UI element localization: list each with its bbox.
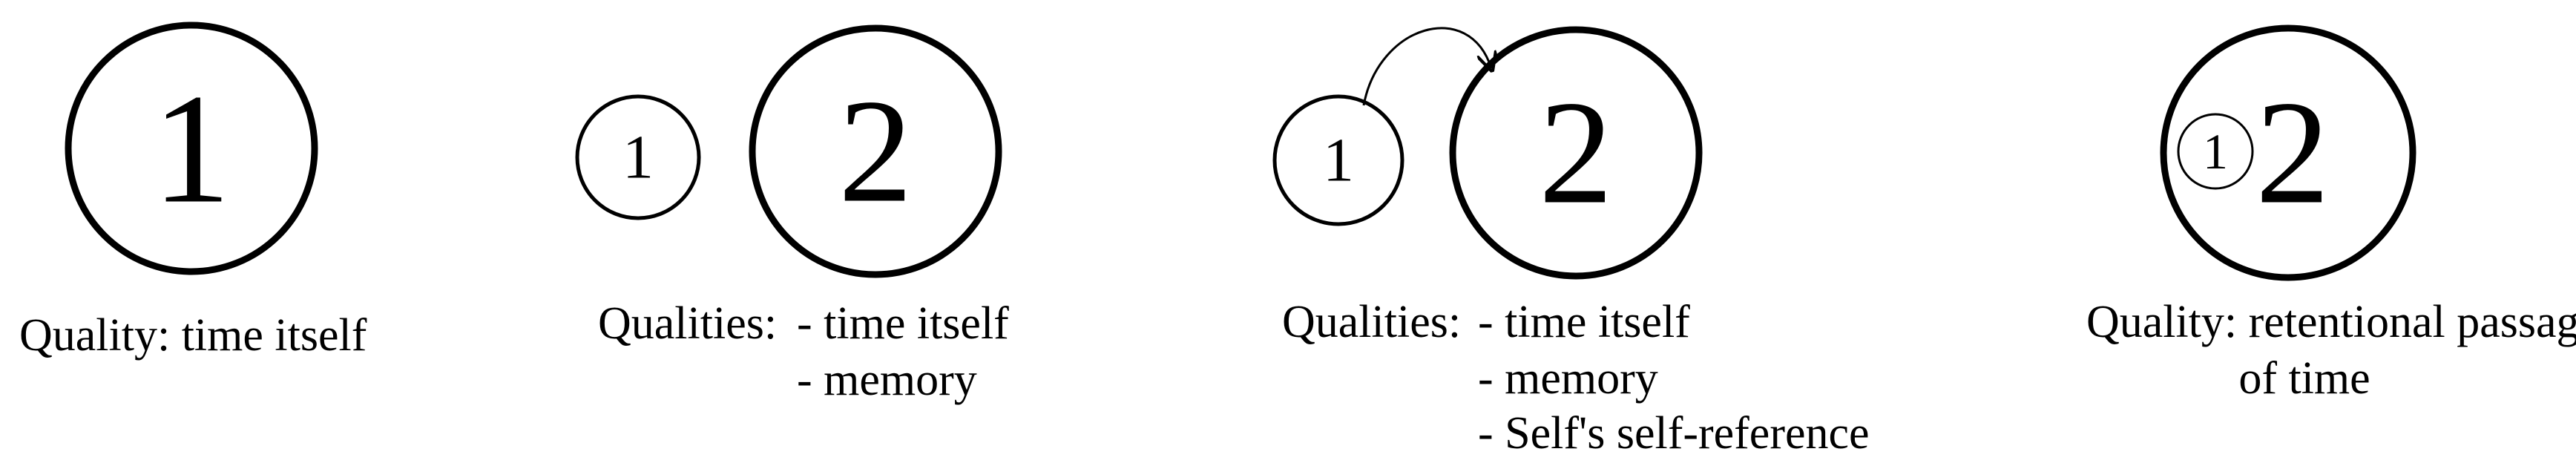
circle-1-nested — [2177, 113, 2254, 190]
panel-4-caption-heading: Quality: retentional passage — [2086, 297, 2576, 347]
panel-3: 1 2 Qualities: - time itself - memory - … — [1272, 26, 1870, 459]
panel-3-caption-item: - time itself — [1478, 297, 1690, 347]
panel-2-caption-item: - memory — [797, 355, 977, 405]
panel-4: 2 1 Quality: retentional passage of time — [2086, 24, 2576, 404]
circle-2-label: 2 — [838, 70, 913, 234]
circle-1-small — [1272, 94, 1404, 226]
panel-2-caption-heading: Qualities: — [598, 298, 777, 349]
circle-1-label: 1 — [152, 62, 231, 236]
circle-1-large — [65, 22, 318, 275]
circle-2-large — [2160, 24, 2416, 281]
circle-1-small — [575, 94, 701, 220]
panel-1-caption: Quality: time itself — [19, 310, 367, 361]
circle-1-label: 1 — [622, 123, 654, 192]
panel-3-caption-item: - Self's self-reference — [1478, 408, 1870, 459]
panel-2: 1 2 Qualities: - time itself - memory — [575, 24, 1009, 405]
circle-2-large — [1449, 26, 1703, 280]
circle-2-label: 2 — [1539, 71, 1613, 235]
panel-3-caption-heading: Qualities: — [1282, 297, 1461, 347]
circle-2-large — [749, 24, 1002, 278]
circle-1-label: 1 — [1323, 126, 1354, 195]
panel-2-caption-item: - time itself — [797, 298, 1009, 349]
panel-4-caption-item: of time — [2238, 353, 2370, 404]
circle-1-label: 1 — [2203, 123, 2228, 180]
circle-2-label: 2 — [2255, 71, 2330, 235]
curved-arrow-1-to-2 — [1362, 27, 1491, 106]
panel-1: 1 Quality: time itself — [19, 22, 367, 361]
panel-3-caption-item: - memory — [1478, 353, 1658, 404]
